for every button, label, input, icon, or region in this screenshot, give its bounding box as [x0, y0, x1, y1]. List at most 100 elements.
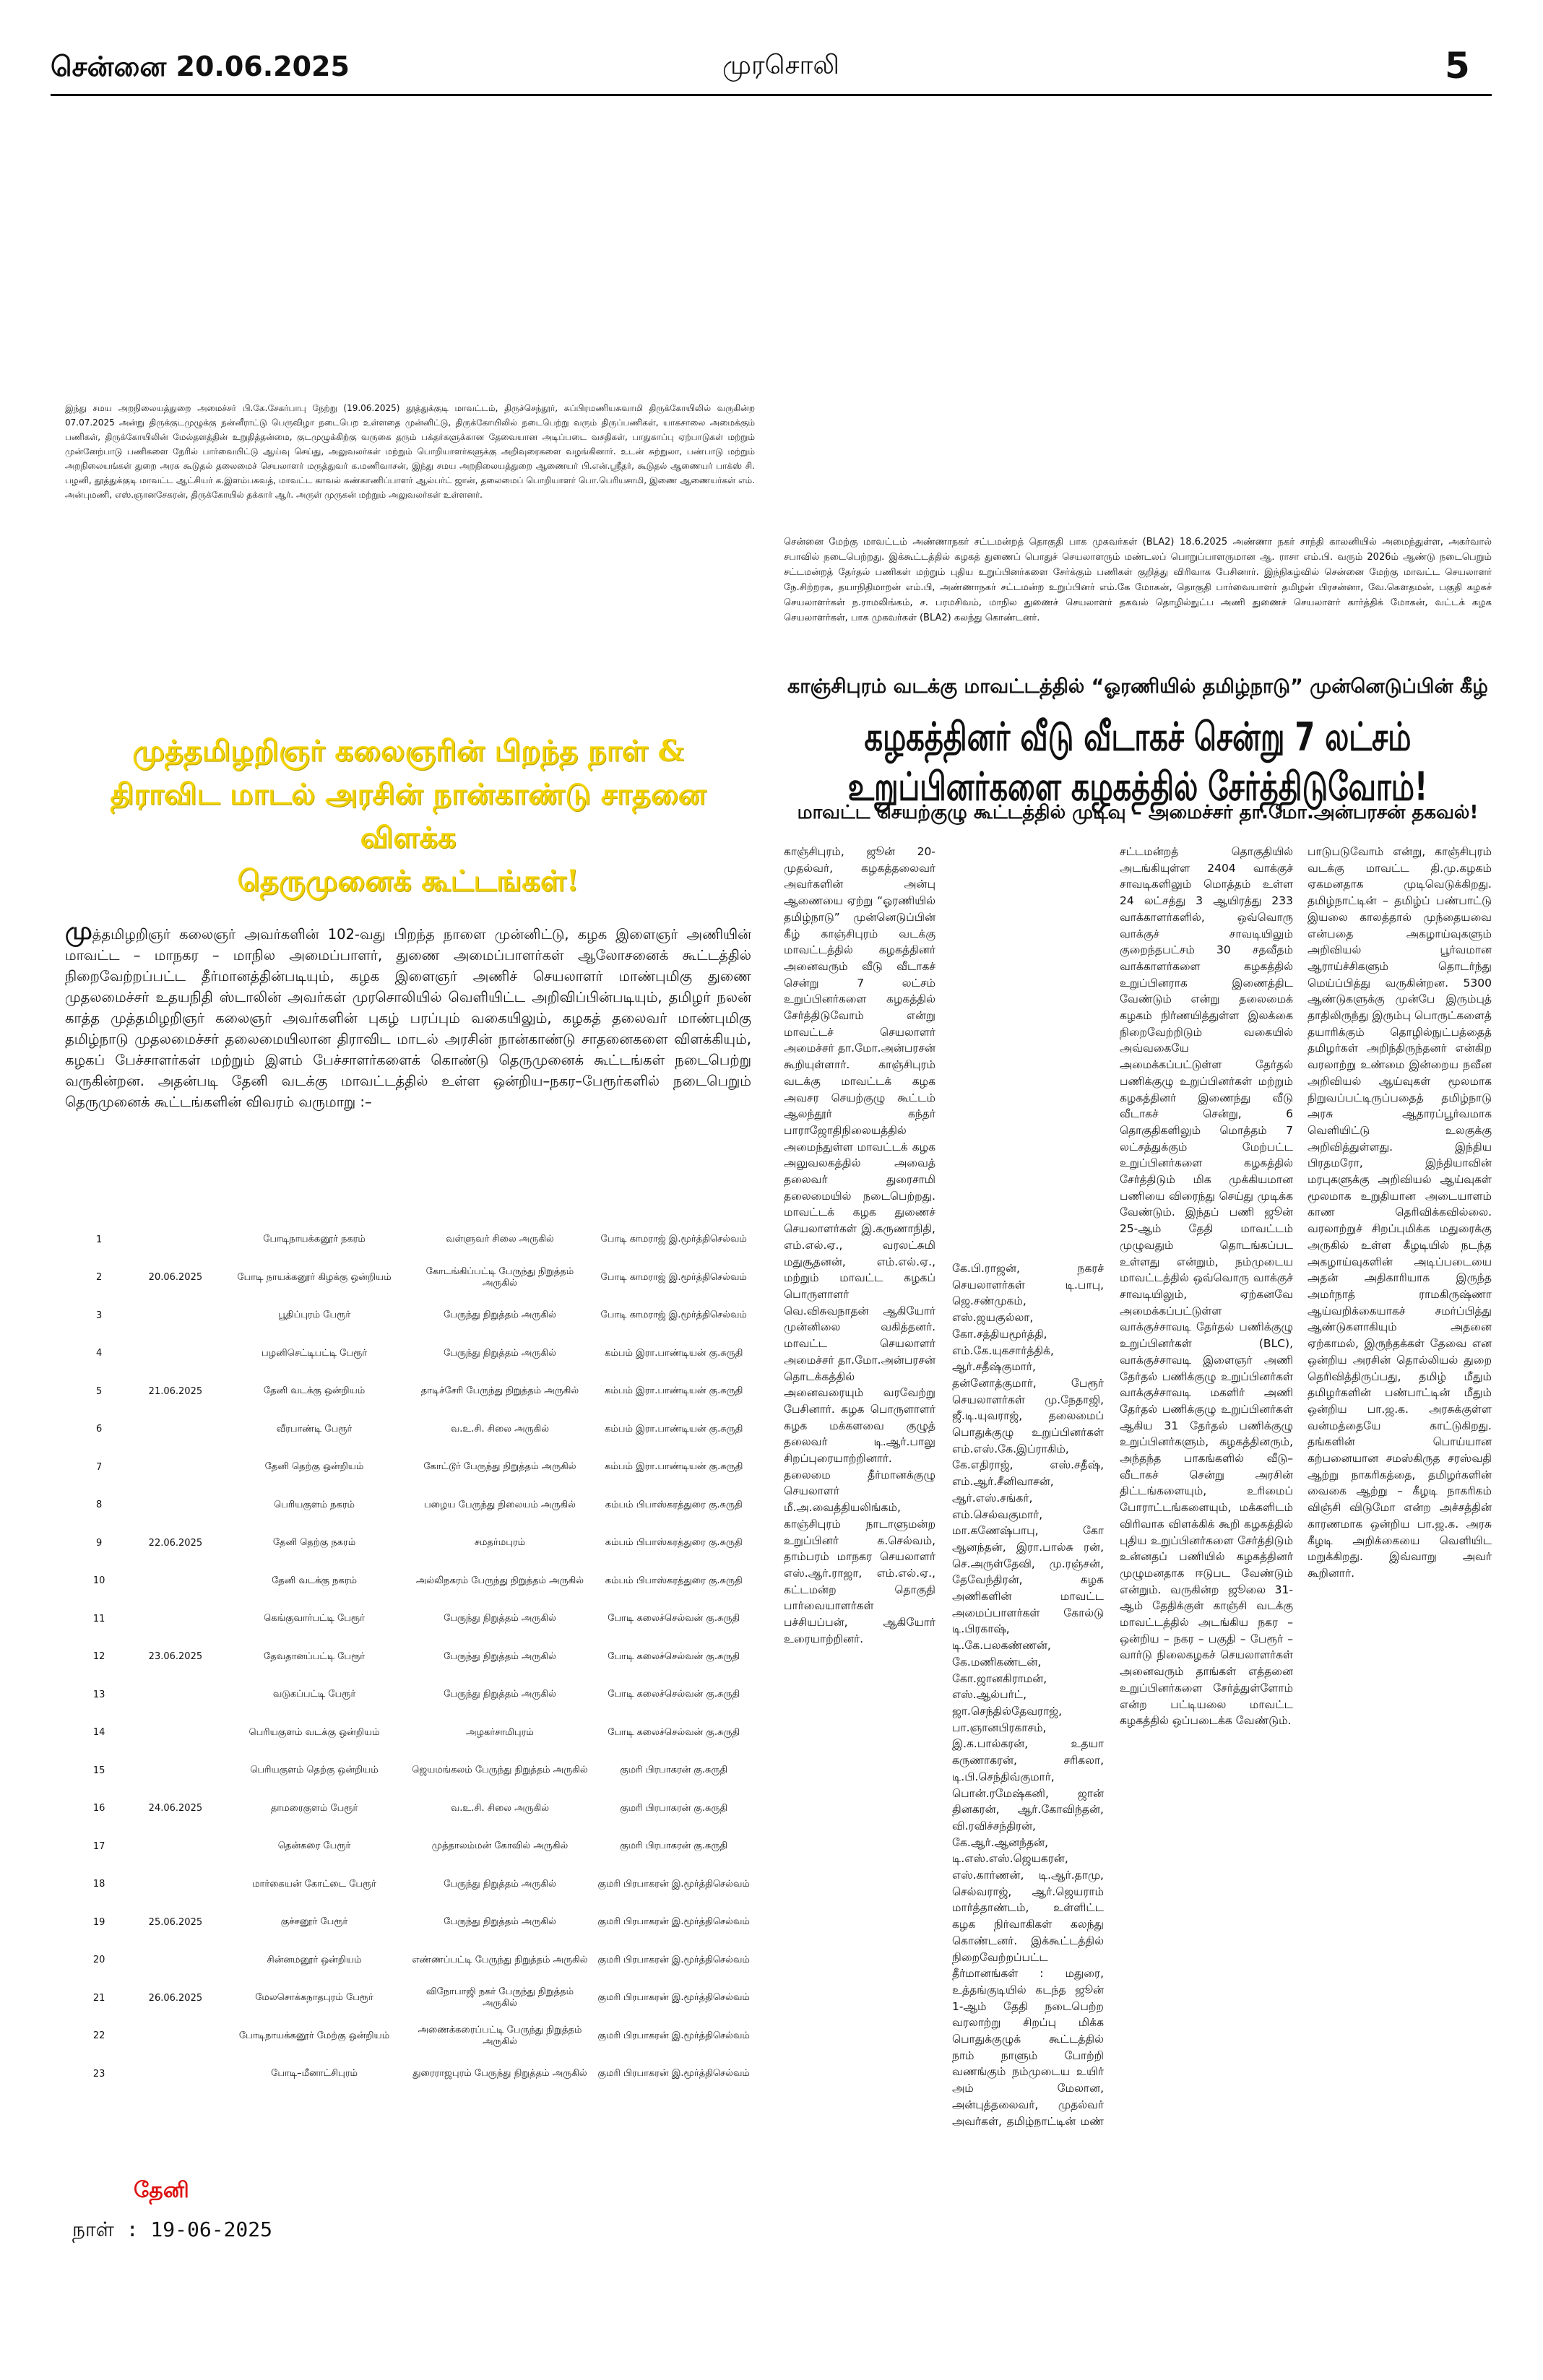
header-rule	[51, 94, 1492, 96]
place-cell: போடி–மீனாட்சிபுரம்	[271, 2068, 358, 2080]
date-cell	[129, 1335, 221, 1373]
date-cell	[129, 1221, 221, 1259]
place-cell: தேவதானப்பட்டி பேரூர்	[264, 1650, 366, 1662]
newspaper-name: முரசொலி	[722, 51, 839, 80]
speaker-cell: குமரி பிரபாகரன் கு.சுருதி	[620, 1765, 728, 1776]
date-cell: 23.06.2025	[148, 1651, 203, 1663]
article-kicker: காஞ்சிபுரம் வடக்கு மாவட்டத்தில் “ஓரணியில…	[787, 675, 1489, 698]
venue-cell: விநோபாஜி நகர் பேருந்து நிறுத்தம் அருகில்	[425, 1986, 574, 2009]
serial-cell: 5	[95, 1385, 103, 1397]
place-cell: தேனி வடக்கு நகரம்	[272, 1575, 357, 1586]
speaker-cell: குமரி பிரபாகரன் இ.மூர்த்திசெல்வம்	[597, 2068, 750, 2080]
serial-cell: 14	[92, 1727, 105, 1739]
footer-district: தேனி	[134, 2178, 189, 2203]
speaker-cell: போடி காமராஜ் இ.மூர்த்திசெல்வம்	[600, 1271, 747, 1283]
photo2-caption: சென்னை மேற்கு மாவட்டம் அண்ணாநகர் சட்டமன்…	[784, 537, 1492, 623]
date-cell	[129, 1676, 221, 1714]
date-cell	[129, 2017, 221, 2056]
venue-cell: பேருந்து நிறுத்தம் அருகில்	[444, 1916, 556, 1928]
banner-line-1: முத்தமிழறிஞர் கலைஞரின் பிறந்த நாள் &	[132, 734, 684, 768]
speaker-cell: குமரி பிரபாகரன் இ.மூர்த்திசெல்வம்	[597, 1916, 750, 1928]
serial-cell: 13	[92, 1689, 105, 1700]
serial-cell: 17	[92, 1840, 105, 1852]
article-headline: கழகத்தினர் வீடு வீடாகச் சென்று 7 லட்சம் …	[847, 715, 1428, 810]
serial-cell: 7	[95, 1461, 103, 1473]
speaker-cell: கம்பம் இரா.பாண்டியன் கு.சுருதி	[605, 1423, 743, 1435]
serial-cell: 9	[95, 1537, 103, 1549]
place-cell: தென்கரை பேரூர்	[277, 1840, 351, 1852]
serial-cell: 6	[95, 1424, 103, 1435]
speaker-cell: போடி கலைச்செல்வன் கு.சுருதி	[608, 1726, 740, 1738]
date-cell: 22.06.2025	[148, 1537, 203, 1549]
place-cell: போடி நாயக்கனூர் கிழக்கு ஒன்றியம்	[237, 1271, 392, 1283]
venue-cell: வள்ளுவர் சிலை அருகில்	[446, 1234, 554, 1245]
speaker-cell: கம்பம் இரா.பாண்டியன் கு.சுருதி	[605, 1461, 743, 1473]
footer-date: நாள் : 19-06-2025	[72, 2217, 273, 2241]
venue-cell: அழகர்சாமிபுரம்	[466, 1726, 534, 1738]
date-cell	[129, 1411, 221, 1449]
place-cell: குச்சனூர் பேரூர்	[280, 1916, 348, 1928]
speaker-cell: குமரி பிரபாகரன் இ.மூர்த்திசெல்வம்	[597, 1992, 750, 2004]
speaker-cell: குமரி பிரபாகரன் இ.மூர்த்திசெல்வம்	[597, 1878, 750, 1890]
serial-cell: 11	[92, 1613, 105, 1624]
venue-cell: பேருந்து நிறுத்தம் அருகில்	[444, 1310, 556, 1321]
date-cell	[129, 1487, 221, 1525]
serial-cell: 20	[92, 1955, 105, 1966]
date-cell: 26.06.2025	[148, 1992, 203, 2004]
header-date: சென்னை 20.06.2025	[51, 51, 350, 82]
date-cell	[129, 1600, 221, 1638]
place-cell: பெரியகுளம் தெற்கு ஒன்றியம்	[250, 1765, 379, 1776]
serial-cell: 19	[92, 1916, 105, 1928]
place-cell: பெரியகுளம் நகரம்	[274, 1499, 355, 1510]
venue-cell: பேருந்து நிறுத்தம் அருகில்	[444, 1650, 556, 1662]
serial-cell: 18	[92, 1879, 105, 1890]
place-cell: மார்கையன் கோட்டை பேரூர்	[252, 1878, 376, 1890]
date-cell	[129, 1714, 221, 1752]
serial-cell: 2	[95, 1272, 103, 1284]
speaker-cell: கம்பம் பிபாஸ்கரத்துரை கு.சுருதி	[605, 1499, 743, 1510]
serial-cell: 1	[95, 1234, 103, 1245]
date-cell	[129, 1752, 221, 1790]
date-cell	[129, 1562, 221, 1601]
speaker-cell: போடி கலைச்செல்வன் கு.சுருதி	[608, 1650, 740, 1662]
date-cell	[129, 2055, 221, 2093]
photo-temple-inspection	[65, 108, 755, 397]
speaker-cell: கம்பம் பிபாஸ்கரத்துரை கு.சுருதி	[605, 1537, 743, 1549]
serial-cell: 10	[92, 1575, 105, 1587]
banner-line-2: திராவிட மாடல் அரசின் நான்காண்டு சாதனை வி…	[110, 777, 706, 854]
speaker-cell: போடி காமராஜ் இ.மூர்த்திசெல்வம்	[600, 1234, 747, 1245]
speaker-cell: கம்பம் பிபாஸ்கரத்துரை கு.சுருதி	[605, 1575, 743, 1586]
serial-cell: 21	[92, 1992, 105, 2004]
venue-cell: அல்லிநகரம் பேருந்து நிறுத்தம் அருகில்	[415, 1575, 584, 1586]
speaker-cell: குமரி பிரபாகரன் கு.சுருதி	[620, 1840, 728, 1852]
date-cell	[129, 1827, 221, 1866]
intro-paragraph: முத்தமிழறிஞர் கலைஞர் அவர்களின் 102-வது ப…	[65, 919, 751, 1112]
venue-cell: ஜெயமங்கலம் பேருந்து நிறுத்தம் அருகில்	[412, 1765, 588, 1776]
serial-cell: 3	[95, 1310, 103, 1321]
place-cell: தேனி வடக்கு ஒன்றியம்	[263, 1385, 366, 1397]
place-cell: சின்னமனூர் ஒன்றியம்	[267, 1954, 362, 1965]
article-subhead: மாவட்ட செயற்குழு கூட்டத்தில் முடிவு – அம…	[797, 802, 1479, 823]
serial-cell: 12	[92, 1651, 105, 1663]
serial-cell: 8	[95, 1500, 103, 1511]
speaker-cell: போடி காமராஜ் இ.மூர்த்திசெல்வம்	[600, 1310, 747, 1321]
venue-cell: எண்ணப்பட்டி பேருந்து நிறுத்தம் அருகில்	[412, 1954, 588, 1965]
place-cell: கெங்குவார்பட்டி பேரூர்	[264, 1613, 365, 1624]
venue-cell: கோட்டூர் பேருந்து நிறுத்தம் அருகில்	[423, 1461, 576, 1473]
article-column-1: காஞ்சிபுரம், ஜூன் 20- முதல்வர், கழகத்தலை…	[784, 845, 935, 1645]
article-column-3: சட்டமன்றத் தொகுதியில் அடங்கியுள்ள 2404 வ…	[1120, 845, 1293, 1728]
schedule-row: 10 தேனி வடக்கு நகரம் அல்லிநகரம் பேருந்து ந…	[69, 1562, 755, 1601]
serial-cell: 22	[92, 2030, 105, 2042]
